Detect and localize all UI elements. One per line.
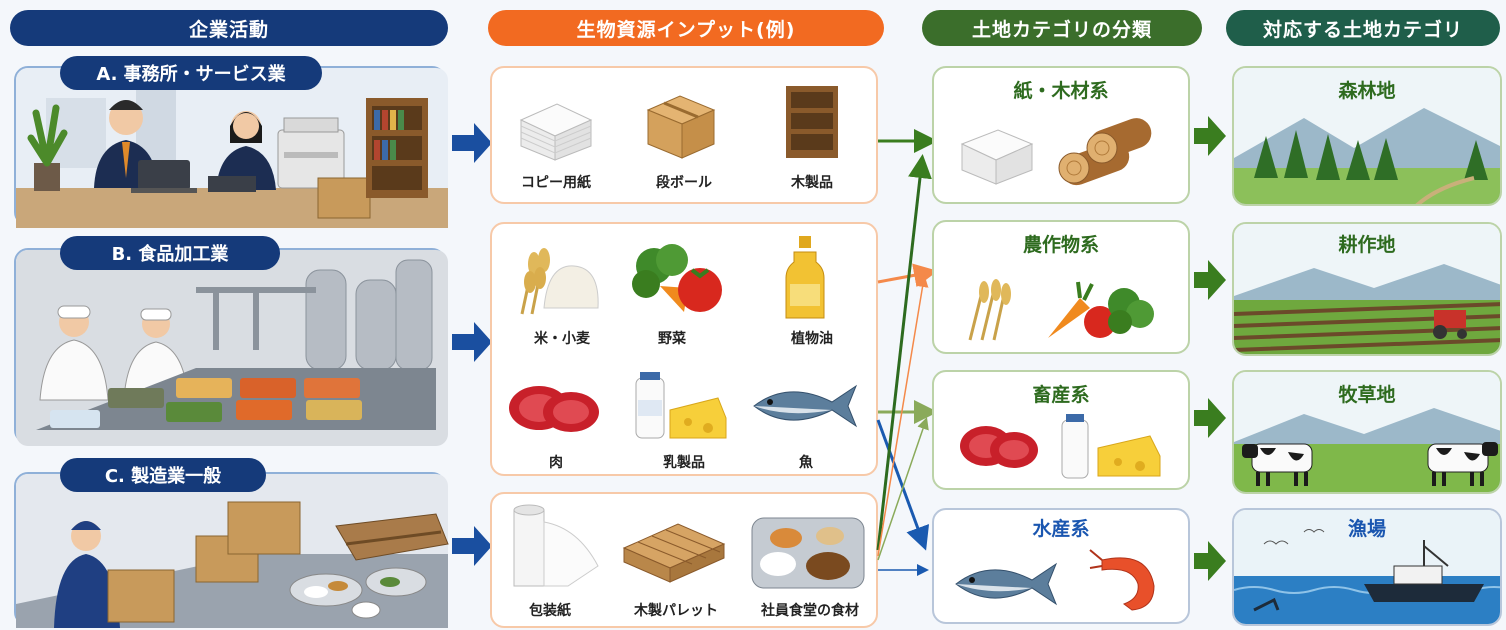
cafeteria-tray-icon: [751, 517, 865, 589]
connector-food-to-crops: [877, 263, 938, 288]
input-to-category-connectors: [876, 129, 938, 576]
activity-label-food-processing: B. 食品加工業: [60, 236, 280, 270]
land-title-pasture: 牧草地: [1338, 384, 1396, 406]
connector-manufacturing-to-crops: [877, 275, 929, 557]
food-factory-illustration: [16, 250, 448, 446]
wheat-rice-icon: [520, 248, 599, 315]
input-label-wooden-pallet: 木製パレット: [634, 603, 718, 619]
manufacturing-illustration: [16, 474, 449, 628]
activity-panel-office: [14, 66, 448, 228]
header-corresponding-land: 対応する土地カテゴリ: [1226, 10, 1500, 46]
input-label-dairy: 乳製品: [663, 455, 705, 471]
activity-panel-manufacturing: [14, 472, 449, 628]
office-scene-illustration: [16, 68, 448, 228]
land-title-forest: 森林地: [1338, 80, 1396, 102]
activity-label-manufacturing: C. 製造業一般: [60, 458, 266, 492]
input-label-meat: 肉: [549, 455, 563, 471]
input-label-cardboard: 段ボール: [656, 175, 712, 191]
category-title-livestock: 畜産系: [1032, 384, 1090, 406]
input-label-wrapping-paper: 包装紙: [529, 603, 571, 619]
fishing-boat-icon: [1234, 510, 1500, 624]
connector-manufacturing-to-livestock: [877, 417, 929, 561]
connector-manufacturing-to-paper: [876, 154, 932, 551]
wheat-rice-icon: [968, 279, 1011, 341]
activity-panel-food-processing: [14, 248, 448, 446]
carrot-broccoli-icon: [1048, 281, 1154, 338]
arrow-manufacturing-to-input: [452, 526, 492, 566]
arrow-paper-to-forest: [1194, 116, 1226, 156]
land-card-farmland: [1232, 222, 1502, 356]
connector-food-to-fisheries: [876, 419, 930, 551]
bookshelf-icon: [786, 86, 838, 158]
category-title-crops: 農作物系: [1022, 234, 1099, 256]
cardboard-box-icon: [646, 95, 716, 159]
category-card-crops: [932, 220, 1190, 354]
milk-cheese-icon: [635, 372, 727, 439]
category-to-land-arrows: [1194, 116, 1226, 581]
shrimp-icon: [1089, 549, 1155, 611]
input-label-fish: 魚: [799, 455, 813, 471]
activity-label-office: A. 事務所・サービス業: [60, 56, 322, 90]
paper-roll-icon: [513, 504, 599, 587]
milk-cheese-icon: [1061, 414, 1161, 479]
land-card-forest: [1232, 66, 1502, 206]
farmland-icon: [1234, 224, 1500, 354]
paper-stack-icon: [960, 129, 1034, 185]
category-title-paper-wood: 紙・木材系: [1013, 80, 1109, 102]
arrow-fisheries-to-fishing: [1194, 541, 1226, 581]
header-bio-resource-input: 生物資源インプット(例): [488, 10, 884, 46]
header-land-classification: 土地カテゴリの分類: [922, 10, 1202, 46]
activity-to-input-arrows: [452, 123, 492, 566]
pallet-icon: [622, 523, 726, 583]
arrow-crops-to-farmland: [1194, 260, 1226, 300]
meat-icon: [960, 426, 1038, 468]
oil-bottle-icon: [785, 236, 825, 319]
header-business-activity: 企業活動: [10, 10, 448, 46]
category-title-fisheries: 水産系: [1032, 518, 1090, 540]
input-label-cafeteria-food: 社員食堂の食材: [761, 603, 859, 619]
vegetables-icon: [632, 244, 722, 312]
arrow-livestock-to-pasture: [1194, 398, 1226, 438]
input-label-rice-wheat: 米・小麦: [534, 331, 590, 347]
land-title-farmland: 耕作地: [1338, 234, 1396, 256]
fish-icon: [955, 562, 1058, 606]
land-card-fishing-ground: [1232, 508, 1502, 626]
fish-icon: [753, 384, 858, 428]
land-card-pasture: [1232, 370, 1502, 494]
pasture-cows-icon: [1234, 372, 1500, 492]
input-label-vegetables: 野菜: [658, 331, 686, 347]
input-label-wood-products: 木製品: [791, 175, 833, 191]
land-title-fishing-ground: 漁場: [1347, 518, 1386, 540]
forest-icon: [1234, 68, 1500, 204]
input-label-vegetable-oil: 植物油: [791, 331, 833, 347]
arrow-office-to-input: [452, 123, 492, 163]
meat-icon: [509, 386, 599, 432]
arrow-food-to-input: [452, 322, 492, 362]
paper-stack-icon: [519, 103, 593, 161]
input-label-copy-paper: コピー用紙: [521, 175, 591, 191]
logs-icon: [1058, 118, 1152, 186]
